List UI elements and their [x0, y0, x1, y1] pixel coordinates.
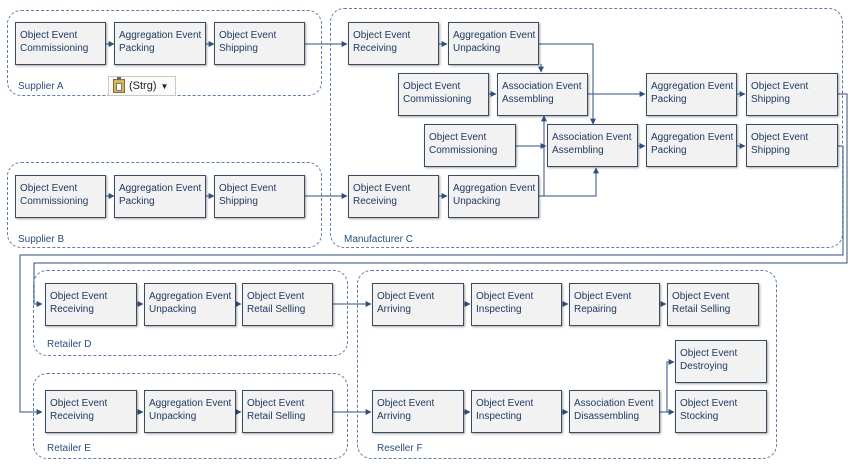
group-retailer-d — [33, 270, 348, 356]
clipboard-icon — [113, 77, 125, 93]
edge-f7-f8 — [660, 359, 675, 413]
edge-c2-c8 — [539, 43, 596, 125]
group-manufacturer-c — [330, 8, 843, 248]
group-label-retailer-e: Retailer E — [47, 443, 91, 454]
edge-c12-c8 — [539, 167, 599, 197]
paste-options-label: (Strg) — [129, 80, 157, 92]
edge-c6-d1 — [33, 93, 848, 307]
group-label-reseller-f: Reseller F — [377, 443, 423, 454]
group-retailer-e — [33, 373, 348, 459]
group-label-supplier-b: Supplier B — [18, 234, 65, 245]
group-label-retailer-d: Retailer D — [47, 339, 92, 350]
group-label-manufacturer-c: Manufacturer C — [344, 234, 413, 245]
group-reseller-f — [357, 270, 777, 459]
paste-options-button[interactable]: (Strg) ▼ — [108, 76, 176, 96]
group-label-supplier-a: Supplier A — [18, 81, 64, 92]
group-supplier-b — [7, 162, 322, 248]
dropdown-arrow-icon: ▼ — [160, 81, 169, 91]
